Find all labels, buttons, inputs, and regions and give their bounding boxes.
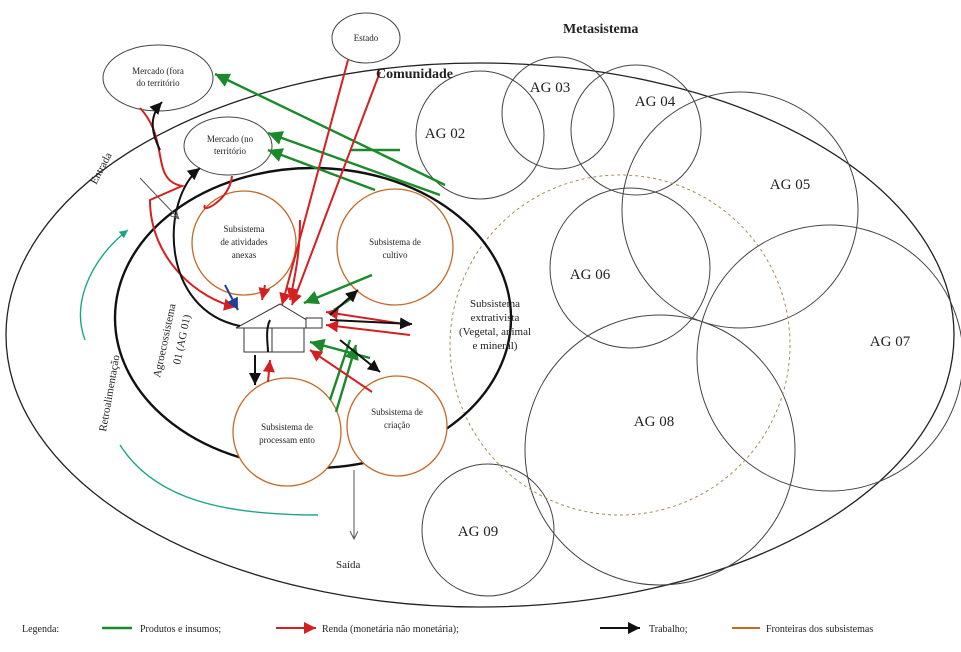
criacao-subsystem: [346, 375, 448, 477]
ag06-label: AG 06: [570, 267, 611, 283]
comunidade-label: Comunidade: [376, 67, 453, 82]
criacao-label-1: Subsistema de: [371, 407, 423, 417]
ag07-label: AG 07: [870, 334, 911, 350]
extrativista-label-2: extrativista: [471, 312, 520, 324]
ag08-circle: [524, 314, 796, 586]
blue-arrow: [224, 284, 239, 311]
atividades-label-1: Subsistema: [223, 224, 264, 234]
mercado-fora-label-1: Mercado (fora: [132, 66, 184, 76]
ag05-circle: [621, 91, 859, 329]
atividades-subsystem: [191, 190, 297, 296]
ag02-circle: [415, 70, 545, 200]
community-boundary: [5, 62, 955, 608]
estado-label: Estado: [354, 33, 379, 43]
cultivo-label-1: Subsistema de: [369, 237, 421, 247]
atividades-label-3: anexas: [232, 250, 257, 260]
ag04-circle: [570, 64, 702, 196]
feedback-arrow-lower: [119, 444, 319, 516]
extrativista-subsystem: [449, 174, 791, 516]
saida-label: Saída: [336, 559, 361, 571]
mercado-no-node: [183, 116, 273, 176]
agro-label-1: Agroecossistema: [151, 303, 178, 379]
ag09-label: AG 09: [458, 524, 498, 540]
processamento-label-2: processam ento: [259, 435, 315, 445]
metasistema-label: Metasistema: [563, 22, 638, 37]
extrativista-label-4: e mineral): [473, 340, 518, 352]
legend-produtos: Produtos e insumos;: [140, 624, 221, 635]
ag03-label: AG 03: [530, 80, 570, 96]
extrativista-label-1: Subsistema: [470, 298, 520, 310]
ag04-label: AG 04: [635, 94, 676, 110]
cultivo-subsystem: [336, 188, 454, 306]
ag06-circle: [549, 187, 711, 349]
mercado-no-label-1: Mercado (no: [207, 134, 254, 144]
atividades-label-2: de atividades: [220, 237, 268, 247]
legend-renda: Renda (monetária não monetária);: [322, 624, 459, 635]
criacao-label-2: criação: [384, 420, 410, 430]
ag02-label: AG 02: [425, 126, 465, 142]
estado-node: [331, 12, 401, 64]
processamento-subsystem: [232, 377, 342, 487]
mercado-no-label-2: território: [214, 146, 246, 156]
processamento-label-1: Subsistema de: [261, 422, 313, 432]
legend: Legenda: Produtos e insumos; Renda (mone…: [22, 622, 873, 635]
labor-arrows: [149, 101, 413, 385]
mercado-fora-label-2: do território: [136, 78, 180, 88]
legend-trabalho: Trabalho;: [649, 624, 688, 635]
retroalimentacao-label: Retroalimentação: [97, 354, 122, 433]
ag07-circle: [696, 224, 961, 492]
entrada-label: Entrada: [88, 150, 115, 186]
cultivo-label-2: cultivo: [383, 250, 408, 260]
feedback-arrow-upper: [79, 229, 129, 341]
ag08-label: AG 08: [634, 414, 674, 430]
legend-fronteiras: Fronteiras dos subsistemas: [766, 624, 873, 635]
ag03-circle: [501, 56, 615, 170]
legend-title: Legenda:: [22, 624, 59, 635]
entrada-arrow: [139, 177, 178, 218]
extrativista-label-3: (Vegetal, animal: [459, 326, 531, 338]
ag05-label: AG 05: [770, 177, 810, 193]
ag09-circle: [421, 463, 555, 597]
house-icon: [235, 303, 323, 353]
